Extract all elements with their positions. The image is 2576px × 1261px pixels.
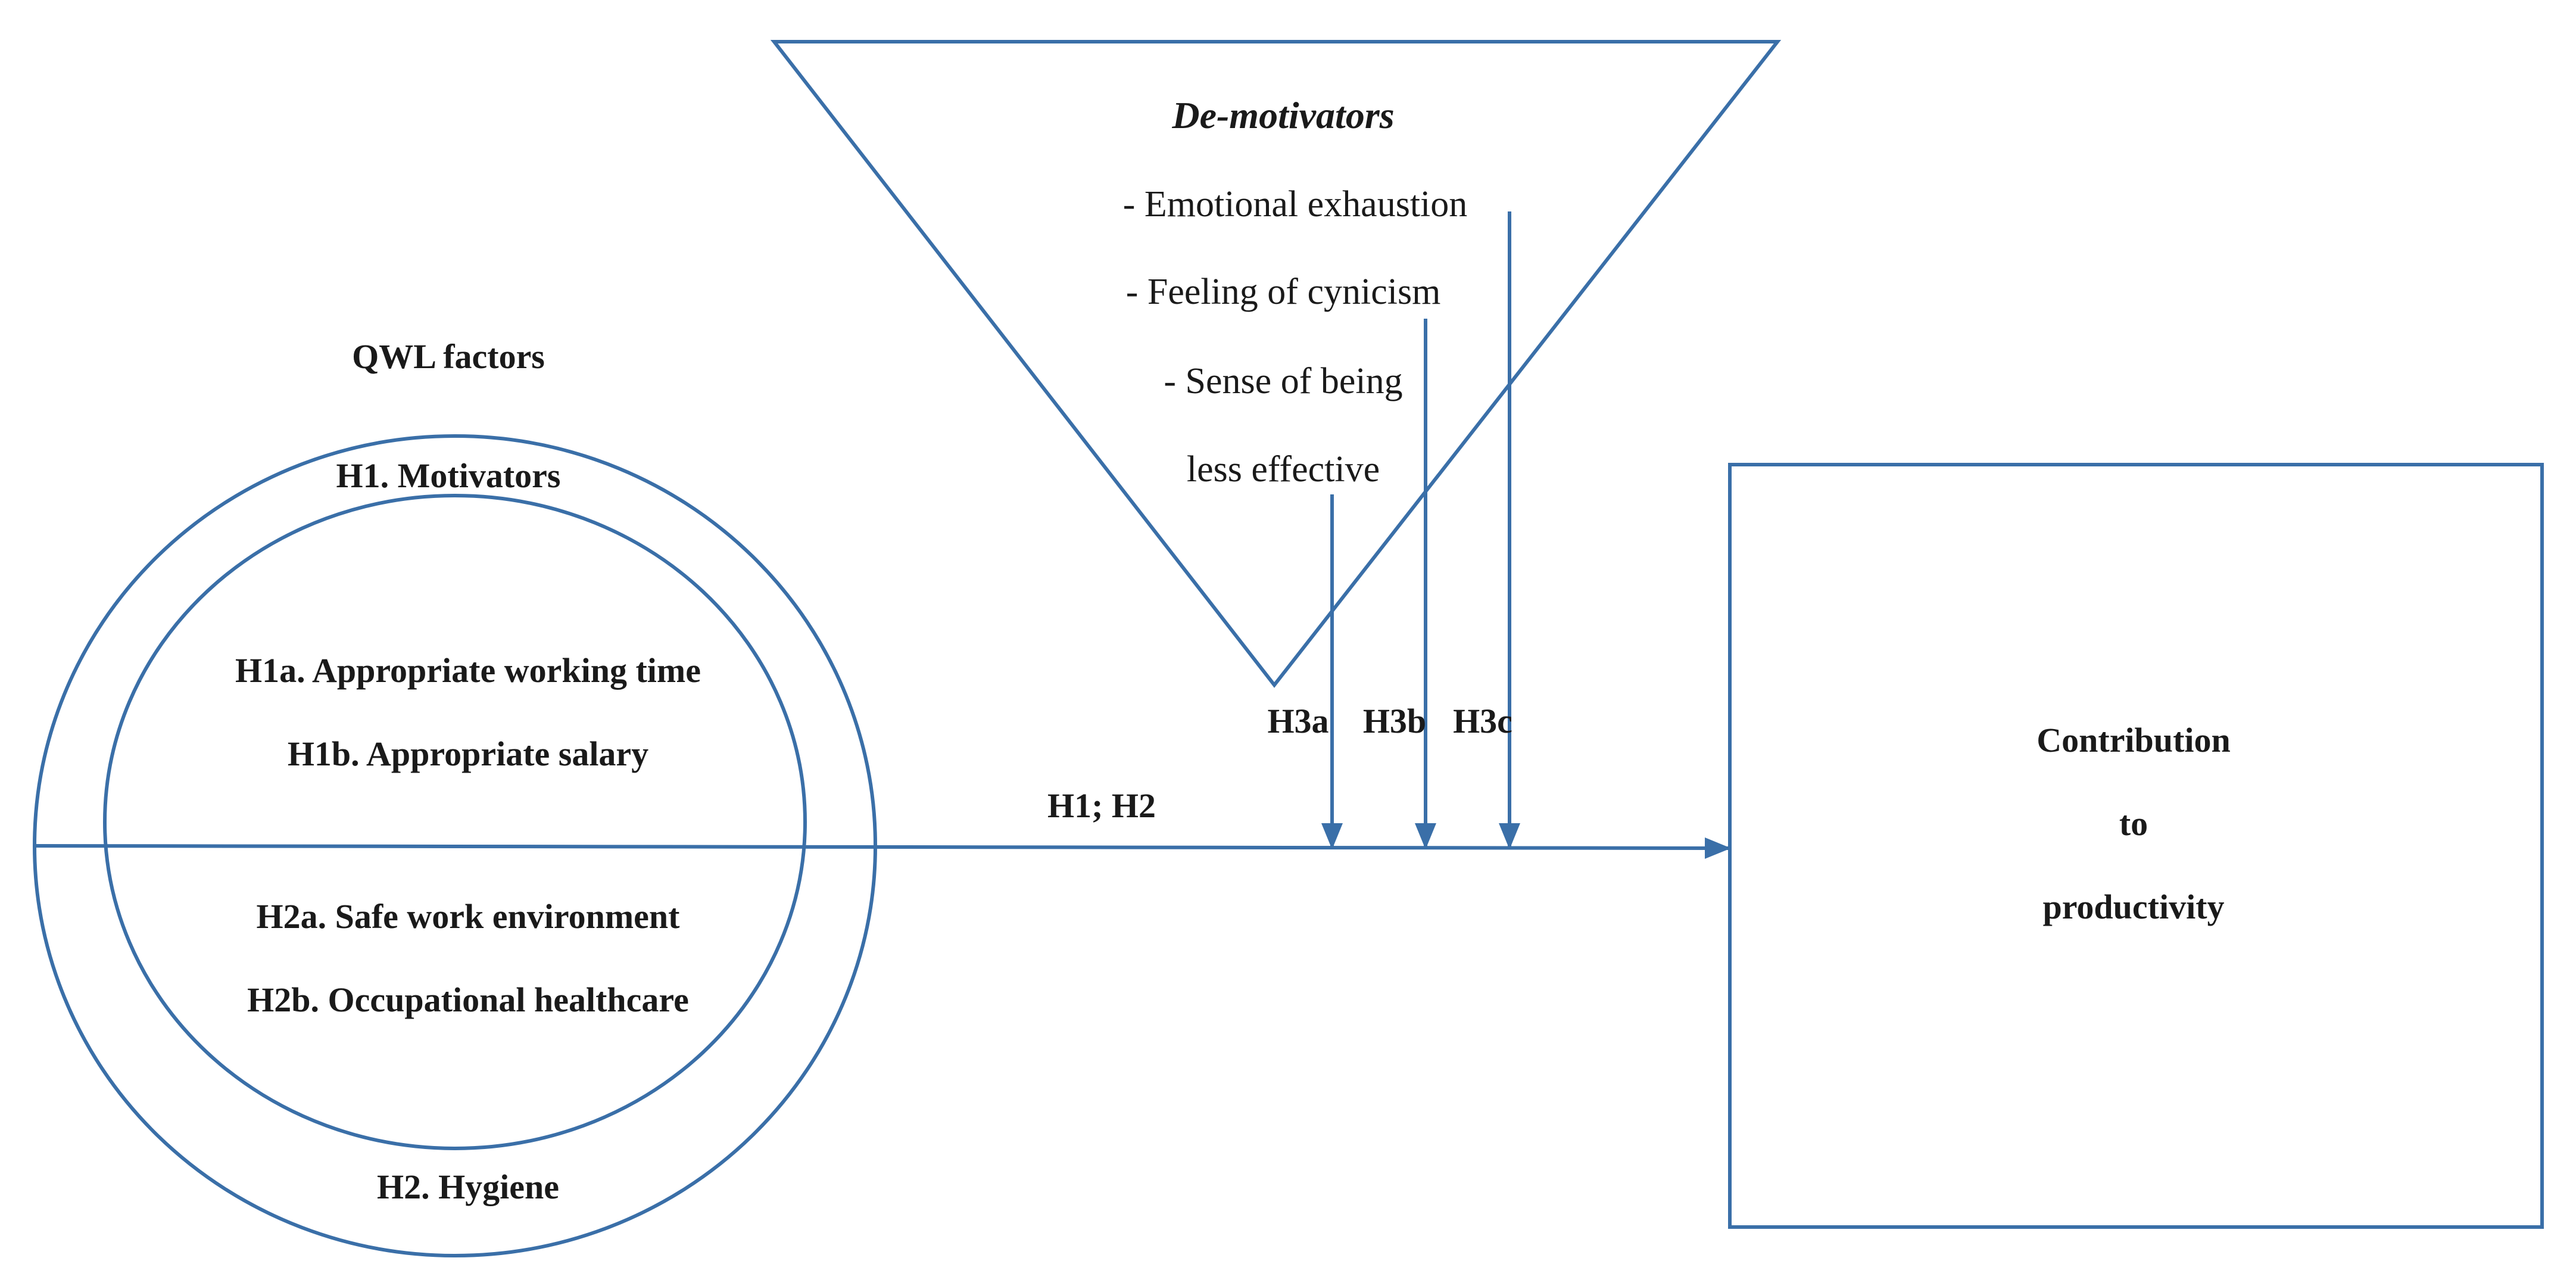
outcome-line: productivity [2042,888,2224,926]
demotivator-item: - Feeling of cynicism [1126,272,1441,312]
h3b-label: H3b [1363,702,1426,740]
h1b-label: H1b. Appropriate salary [288,734,648,773]
hygiene-label: H2. Hygiene [377,1167,559,1206]
h3c-label: H3c [1453,702,1512,740]
main-path-arrow [34,837,1731,859]
h2b-label: H2b. Occupational healthcare [247,980,689,1019]
main-path-label: H1; H2 [1047,786,1156,825]
outcome-line: Contribution [2037,721,2231,759]
demotivators-title: De-motivators [1171,94,1394,136]
demotivator-item: - Emotional exhaustion [1123,184,1468,225]
demotivators-triangle [770,40,1782,688]
demotivator-item: less effective [1187,449,1380,490]
h3a-label: H3a [1267,702,1328,740]
motivators-label: H1. Motivators [336,456,561,495]
h1a-label: H1a. Appropriate working time [235,651,701,690]
productivity-box [1728,463,2544,1229]
qwl-title: QWL factors [352,337,545,376]
h2a-label: H2a. Safe work environment [256,897,680,936]
inner-circle-qwl [103,494,807,1150]
demotivator-item: - Sense of being [1164,361,1402,401]
outcome-line: to [2119,804,2148,843]
